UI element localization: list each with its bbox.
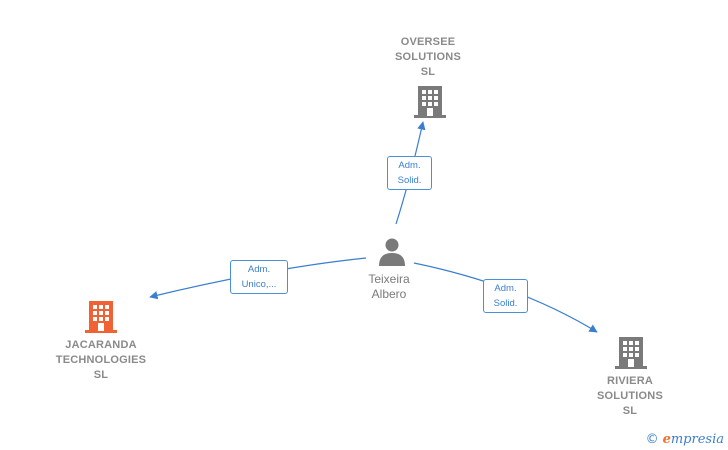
oversee-label[interactable]: OVERSEE SOLUTIONS SL [378,35,478,80]
edge-label-to-oversee[interactable]: Adm. Solid. [387,156,432,190]
empresia-watermark: ©empresia [646,432,724,447]
edge-label-to-oversee-line-2: Solid. [397,175,422,186]
oversee-label-line-1: OVERSEE [400,36,456,48]
oversee-label-line-2: SOLUTIONS [395,51,461,63]
watermark-brand-rest: mpresia [670,432,724,447]
riviera-label[interactable]: RIVIERA SOLUTIONS SL [580,374,680,419]
jacaranda-building-icon[interactable] [85,299,117,333]
edge-label-to-jacaranda[interactable]: Adm. Unico,... [230,260,288,294]
jacaranda-label-line-3: SL [93,369,109,381]
riviera-building-icon[interactable] [615,335,647,369]
watermark-brand-initial: e [662,432,671,447]
oversee-building-icon[interactable] [414,84,446,118]
riviera-label-line-3: SL [622,405,638,417]
riviera-label-line-1: RIVIERA [606,375,654,387]
teixeira-label[interactable]: Teixeira Albero [349,272,429,302]
edge-label-to-riviera[interactable]: Adm. Solid. [483,279,528,313]
edge-label-to-jacaranda-line-2: Unico,... [241,279,277,290]
oversee-label-line-3: SL [420,66,436,78]
edge-label-to-jacaranda-line-1: Adm. [247,264,271,275]
riviera-label-line-2: SOLUTIONS [597,390,663,402]
edge-label-to-riviera-line-2: Solid. [493,298,518,309]
person-icon[interactable] [377,237,407,267]
jacaranda-label[interactable]: JACARANDA TECHNOLOGIES SL [36,338,166,383]
jacaranda-label-line-2: TECHNOLOGIES [55,354,147,366]
jacaranda-label-line-1: JACARANDA [65,339,137,351]
edge-label-to-riviera-line-1: Adm. [494,283,517,294]
copyright-symbol: © [645,432,659,447]
teixeira-label-line-1: Teixeira [368,272,410,286]
edge-label-to-oversee-line-1: Adm. [398,160,421,171]
teixeira-label-line-2: Albero [371,287,407,301]
